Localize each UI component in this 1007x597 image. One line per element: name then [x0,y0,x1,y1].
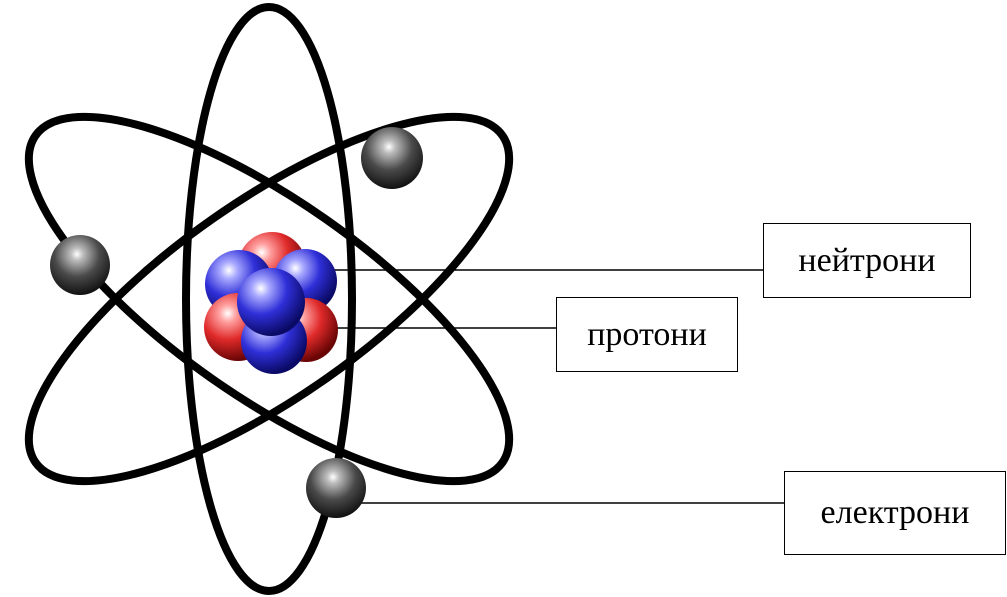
electron-sphere [361,127,423,189]
electrons-label: електрони [820,494,970,531]
neutron-sphere [237,268,305,336]
orbit-diagonal-b [24,112,514,486]
orbit-diagonal-a [24,112,514,486]
orbit-vertical [182,3,356,595]
electron-sphere [306,458,366,518]
nucleus [204,232,338,374]
leader-lines [320,269,784,504]
neutrons-label-box: нейтрони [763,223,971,298]
protons-label-box: протони [556,297,738,372]
electrons-label-box: електрони [784,471,1006,555]
protons-label: протони [587,315,707,353]
electrons [50,127,423,518]
orbits [24,3,514,595]
electron-sphere [50,235,110,295]
neutrons-label: нейтрони [798,241,936,279]
